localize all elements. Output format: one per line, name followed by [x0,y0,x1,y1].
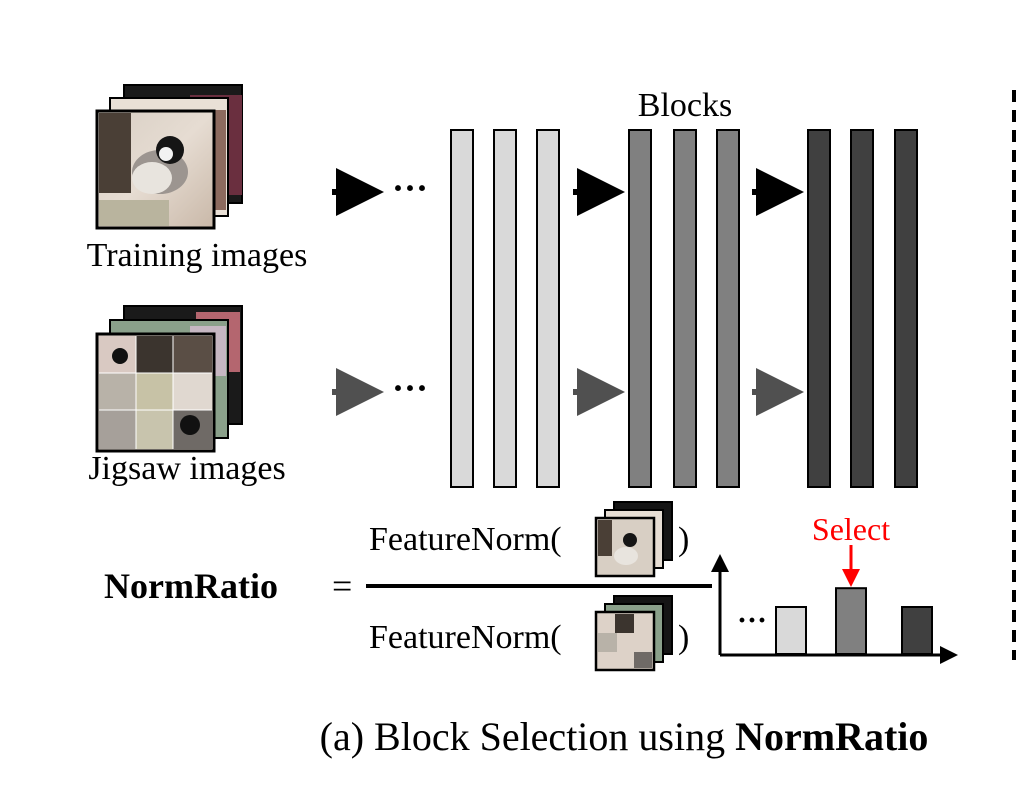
training-images-label: Training images [87,237,308,274]
block-light-1 [450,129,474,488]
normratio-bar-chart: ··· Select [711,511,958,664]
jigsaw-images-label: Jigsaw images [88,450,285,487]
select-label: Select [812,511,890,547]
block-group-light [450,129,560,488]
block-dark-3 [894,129,918,488]
jigsaw-ellipsis: ··· [392,368,428,408]
caption-prefix: (a) Block Selection using [320,714,735,759]
block-light-2 [493,129,517,488]
denominator-close-paren: ) [678,619,689,656]
training-image-stack [95,84,243,230]
denominator-featurenorm: FeatureNorm( [369,619,562,656]
block-group-dark [807,129,918,488]
normratio-bar-3 [901,606,933,655]
denominator-jigsaw-thumbnail [594,595,673,672]
normratio-label: NormRatio [104,566,278,606]
blocks-label: Blocks [638,87,732,124]
numerator-close-paren: ) [678,521,689,558]
bird-photo [95,109,216,230]
figure-caption: (a) Block Selection using NormRatio [320,714,929,759]
jigsaw-image-stack [95,305,243,453]
training-ellipsis: ··· [392,168,428,208]
block-group-mid [628,129,740,488]
caption-bold: NormRatio [735,714,928,759]
block-light-3 [536,129,560,488]
block-mid-3 [716,129,740,488]
equals-sign: = [332,566,352,606]
bar-layer [775,587,933,656]
block-mid-2 [673,129,697,488]
numerator-training-thumbnail [594,501,673,578]
normratio-bar-2 [835,587,867,656]
jigsaw-puzzle-photo [95,332,216,453]
numerator-featurenorm: FeatureNorm( [369,521,562,558]
block-dark-2 [850,129,874,488]
chart-ellipsis: ··· [737,604,767,637]
block-dark-1 [807,129,831,488]
block-mid-1 [628,129,652,488]
normratio-bar-1 [775,606,807,655]
